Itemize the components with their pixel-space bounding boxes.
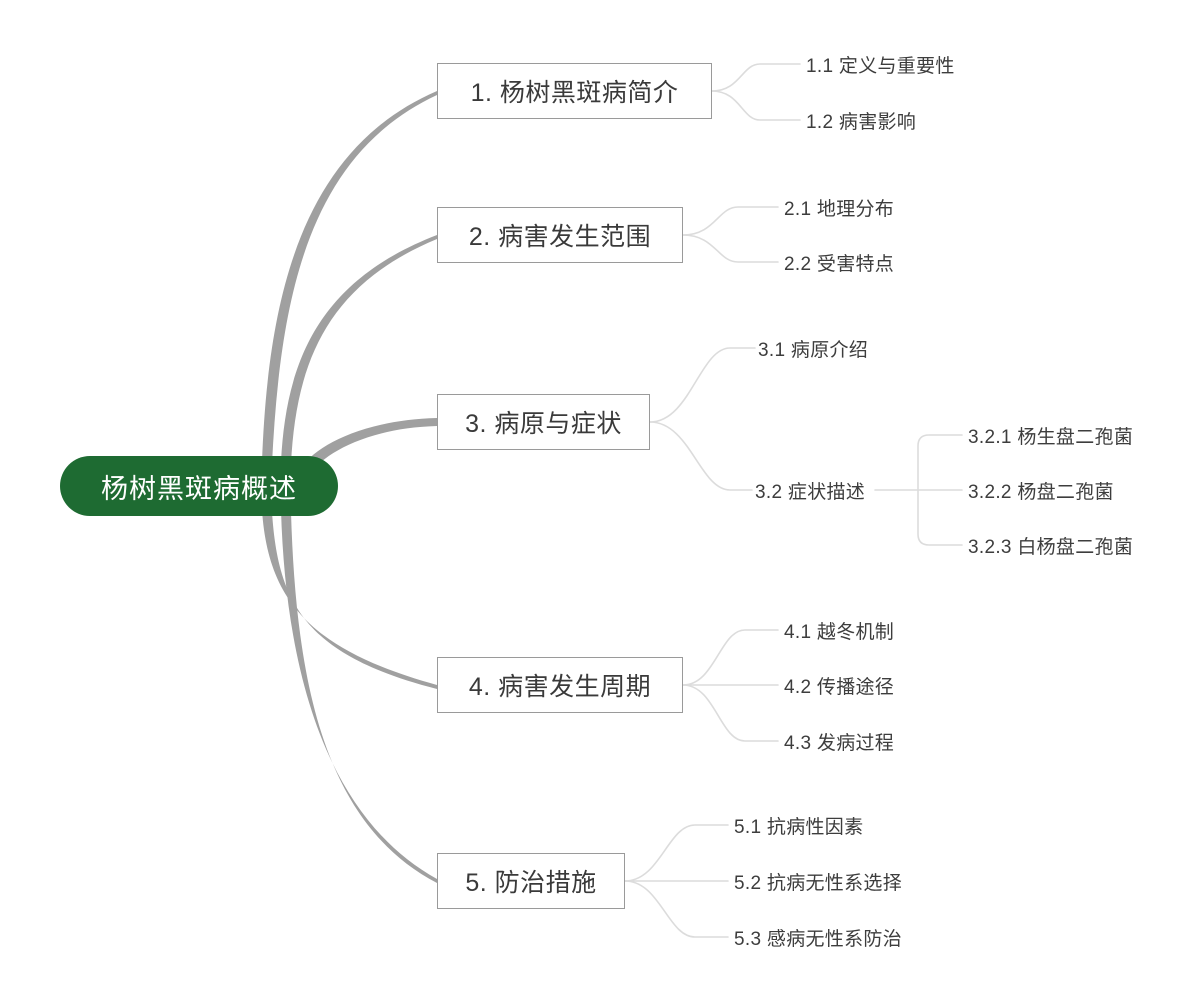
edge-2-1 bbox=[682, 206, 779, 236]
trunk-edge-2 bbox=[281, 235, 437, 464]
leaf-node-4-3-label: 4.3 发病过程 bbox=[784, 732, 895, 754]
leaf-node-5-3[interactable]: 5.3 感病无性系防治 bbox=[734, 924, 902, 950]
branch-node-5-label: 5. 防治措施 bbox=[465, 869, 597, 897]
leaf-node-3-2-3-label: 3.2.3 白杨盘二孢菌 bbox=[968, 536, 1134, 558]
trunk-edge-5 bbox=[281, 510, 437, 883]
leaf-node-3-2-1[interactable]: 3.2.1 杨生盘二孢菌 bbox=[968, 422, 1133, 448]
leaf-node-1-2[interactable]: 1.2 病害影响 bbox=[806, 107, 916, 133]
leaf-node-3-2-3[interactable]: 3.2.3 白杨盘二孢菌 bbox=[968, 532, 1133, 558]
edge-3-2-1 bbox=[917, 434, 963, 491]
edge-5-3 bbox=[624, 880, 729, 938]
branch-node-2[interactable]: 2. 病害发生范围 bbox=[437, 207, 683, 263]
edge-4-1 bbox=[682, 629, 779, 686]
leaf-node-2-1-label: 2.1 地理分布 bbox=[784, 198, 895, 220]
leaf-node-1-1[interactable]: 1.1 定义与重要性 bbox=[806, 51, 955, 77]
leaf-node-3-2-label: 3.2 症状描述 bbox=[755, 481, 866, 503]
edge-4-3 bbox=[682, 684, 779, 742]
root-node[interactable]: 杨树黑斑病概述 bbox=[60, 456, 338, 516]
leaf-node-3-2-1-label: 3.2.1 杨生盘二孢菌 bbox=[968, 426, 1134, 448]
leaf-node-4-1-label: 4.1 越冬机制 bbox=[784, 621, 895, 643]
edge-1-1 bbox=[711, 63, 801, 92]
leaf-node-4-1[interactable]: 4.1 越冬机制 bbox=[784, 617, 894, 643]
leaf-node-5-3-label: 5.3 感病无性系防治 bbox=[734, 928, 902, 950]
edge-3-2 bbox=[649, 421, 753, 491]
branch-node-4[interactable]: 4. 病害发生周期 bbox=[437, 657, 683, 713]
edge-1-2 bbox=[711, 90, 801, 121]
branch-node-1[interactable]: 1. 杨树黑斑病简介 bbox=[437, 63, 712, 119]
leaf-node-4-2[interactable]: 4.2 传播途径 bbox=[784, 672, 894, 698]
trunk-edge-4 bbox=[262, 510, 437, 689]
leaf-node-3-1[interactable]: 3.1 病原介绍 bbox=[758, 335, 868, 361]
branch-node-3-label: 3. 病原与症状 bbox=[465, 410, 622, 438]
leaf-node-4-2-label: 4.2 传播途径 bbox=[784, 676, 895, 698]
branch-node-3[interactable]: 3. 病原与症状 bbox=[437, 394, 650, 450]
edge-2-2 bbox=[682, 234, 779, 263]
leaf-node-1-2-label: 1.2 病害影响 bbox=[806, 111, 917, 133]
leaf-node-5-2[interactable]: 5.2 抗病无性系选择 bbox=[734, 868, 902, 894]
edge-5-1 bbox=[624, 824, 729, 882]
leaf-node-4-3[interactable]: 4.3 发病过程 bbox=[784, 728, 894, 754]
branch-node-2-label: 2. 病害发生范围 bbox=[468, 223, 652, 251]
root-node-label: 杨树黑斑病概述 bbox=[101, 473, 297, 504]
level3-edges bbox=[874, 434, 963, 546]
leaf-node-5-1[interactable]: 5.1 抗病性因素 bbox=[734, 812, 863, 838]
edge-3-1 bbox=[649, 347, 756, 423]
leaf-node-3-2[interactable]: 3.2 症状描述 bbox=[755, 477, 865, 503]
branch-node-5[interactable]: 5. 防治措施 bbox=[437, 853, 625, 909]
leaf-node-2-2-label: 2.2 受害特点 bbox=[784, 253, 895, 275]
leaf-node-1-1-label: 1.1 定义与重要性 bbox=[806, 55, 955, 77]
leaf-node-5-2-label: 5.2 抗病无性系选择 bbox=[734, 872, 902, 894]
leaf-node-3-1-label: 3.1 病原介绍 bbox=[758, 339, 869, 361]
leaf-node-3-2-2[interactable]: 3.2.2 杨盘二孢菌 bbox=[968, 477, 1114, 503]
trunk-edge-1 bbox=[262, 91, 437, 464]
leaf-node-2-2[interactable]: 2.2 受害特点 bbox=[784, 249, 894, 275]
leaf-node-2-1[interactable]: 2.1 地理分布 bbox=[784, 194, 894, 220]
branch-node-4-label: 4. 病害发生周期 bbox=[468, 673, 652, 701]
edge-3-2-3 bbox=[917, 489, 963, 546]
leaf-node-3-2-2-label: 3.2.2 杨盘二孢菌 bbox=[968, 481, 1114, 503]
leaf-node-5-1-label: 5.1 抗病性因素 bbox=[734, 816, 864, 838]
branch-node-1-label: 1. 杨树黑斑病简介 bbox=[470, 79, 679, 107]
